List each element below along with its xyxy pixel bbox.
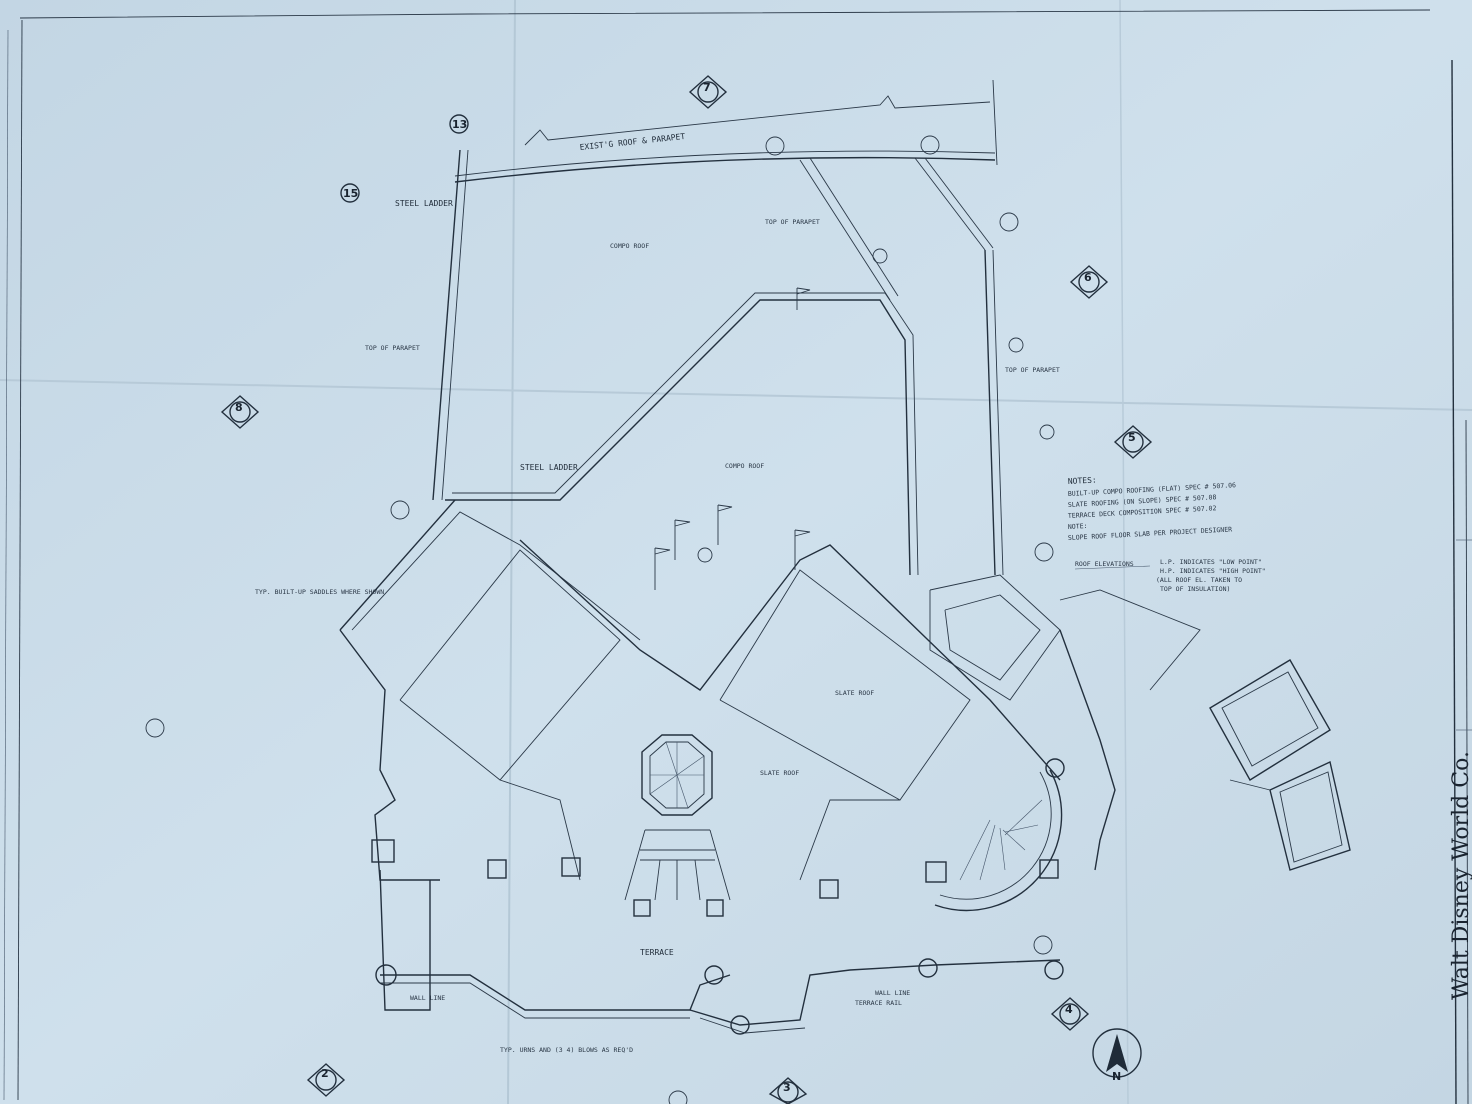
terrace-label: TERRACE [640, 948, 674, 957]
north-arrow: N [1092, 1028, 1142, 1083]
grid-bubble-13 [449, 114, 469, 134]
annex-outline [1059, 589, 1201, 691]
title-block-border [1451, 59, 1457, 1104]
title-block-inner-border [1465, 419, 1469, 1104]
section-marker-3-label: 3 [783, 1081, 791, 1094]
sheet-border-left [17, 19, 23, 1101]
grid-bubble-15 [340, 183, 360, 203]
legend-line: H.P. INDICATES "HIGH POINT" [1160, 567, 1266, 575]
roof-edge-right [1059, 629, 1116, 871]
valley-line [799, 159, 891, 301]
company-name: Walt Disney World Co. [1449, 751, 1472, 1000]
parapet-diagonal-inner [452, 292, 919, 576]
spiral-stair [934, 769, 1063, 912]
annex-block-inner [1221, 671, 1319, 767]
section-marker-7-label: 7 [703, 81, 711, 94]
annex-link [1229, 779, 1271, 791]
section-marker-2: 2 [306, 1063, 346, 1097]
grid-bubble-13-label: 13 [452, 118, 467, 131]
terrace-wall-line-inner [380, 982, 690, 1019]
typ-urns-label: TYP. URNS AND (3 4) BLOWS AS REQ'D [500, 1046, 633, 1054]
valley-line [809, 157, 899, 297]
parapet-left [432, 149, 461, 501]
stair-treads [959, 799, 1043, 881]
section-marker-4: 4 [1050, 997, 1090, 1031]
grid-bubble-15-label: 15 [343, 187, 358, 200]
wall-line-label: WALL LINE [875, 989, 910, 997]
sheet-outer-margin [3, 29, 9, 1101]
roof-ridge-main [519, 539, 1061, 781]
roof-elevations-legend: ROOF ELEVATIONS L.P. INDICATES "LOW POIN… [1074, 558, 1266, 593]
existing-roof-break-line [524, 95, 991, 146]
roof-vent-flags [654, 287, 811, 590]
sheet-border-top [19, 9, 1431, 19]
compo-roof-label: COMPO ROOF [610, 242, 649, 250]
north-arrow-label: N [1112, 1070, 1121, 1083]
top-of-parapet-label: TOP OF PARAPET [765, 218, 820, 226]
built-up-saddles-label: TYP. BUILT-UP SADDLES WHERE SHOWN [255, 588, 384, 596]
legend-line: L.P. INDICATES "LOW POINT" [1160, 558, 1262, 566]
parapet-right [984, 249, 996, 576]
roof-plane [719, 569, 971, 801]
entry-steps [624, 829, 731, 901]
section-marker-8: 8 [220, 395, 260, 429]
terrace-wall-line [380, 974, 731, 1011]
roof-ridge [351, 511, 641, 641]
roof-edge [799, 799, 900, 881]
section-marker-8-label: 8 [235, 401, 243, 414]
parapet-right-inner [992, 249, 1004, 576]
piers [371, 758, 1065, 1035]
grid-line [992, 79, 998, 166]
existing-parapet-line [454, 156, 996, 183]
steel-ladder-label-2: STEEL LADDER [520, 463, 578, 472]
fold-crease-right [1119, 0, 1129, 1104]
valley-line [914, 157, 986, 251]
octagonal-tower-inner [649, 741, 705, 809]
roof-plane [399, 549, 621, 781]
section-marker-5: 5 [1113, 425, 1153, 459]
section-marker-2-label: 2 [321, 1067, 329, 1080]
terrace-wall-left [379, 869, 431, 1011]
roof-plane-inner [944, 594, 1041, 681]
fold-crease-horizontal [0, 379, 1472, 411]
slate-roof-label: SLATE ROOF [835, 689, 874, 697]
section-marker-6: 6 [1069, 265, 1109, 299]
steel-ladder-label-1: STEEL LADDER [395, 199, 453, 208]
valley-line [924, 157, 994, 249]
annex-block-inner [1279, 771, 1343, 863]
compo-roof-label: COMPO ROOF [725, 462, 764, 470]
legend-line: TOP OF INSULATION) [1160, 585, 1230, 593]
parapet-left-inner [441, 149, 469, 501]
existing-parapet-line-inner [454, 150, 996, 177]
parapet-diagonal [445, 299, 911, 576]
legend-line: (ALL ROOF EL. TAKEN TO [1156, 576, 1242, 584]
fold-crease-vertical [507, 0, 516, 1104]
section-marker-6-label: 6 [1084, 271, 1092, 284]
top-of-parapet-label: TOP OF PARAPET [365, 344, 420, 352]
roof-plane [929, 574, 1061, 701]
notes-line: NOTE: [1068, 522, 1088, 531]
annex-block [1269, 760, 1351, 871]
legend-title: ROOF ELEVATIONS [1075, 560, 1134, 568]
section-marker-5-label: 5 [1128, 431, 1136, 444]
top-of-parapet-label: TOP OF PARAPET [1005, 366, 1060, 374]
wall-line-label: WALL LINE [410, 994, 445, 1002]
octagonal-tower [641, 734, 713, 816]
section-marker-4-label: 4 [1065, 1003, 1073, 1016]
terrace-rail [689, 959, 1061, 1026]
roof-edge [499, 779, 581, 881]
terrace-rail-label: TERRACE RAIL [855, 999, 902, 1007]
detail-markers [145, 135, 1055, 1104]
annex-block [1209, 659, 1331, 781]
section-marker-3: 3 [768, 1077, 808, 1104]
slate-roof-label: SLATE ROOF [760, 769, 799, 777]
notes-heading: NOTES: [1068, 475, 1097, 486]
roof-edge [339, 499, 456, 631]
tower-spokes [649, 741, 705, 809]
section-marker-7: 7 [688, 75, 728, 109]
spiral-stair-inner [939, 771, 1052, 900]
